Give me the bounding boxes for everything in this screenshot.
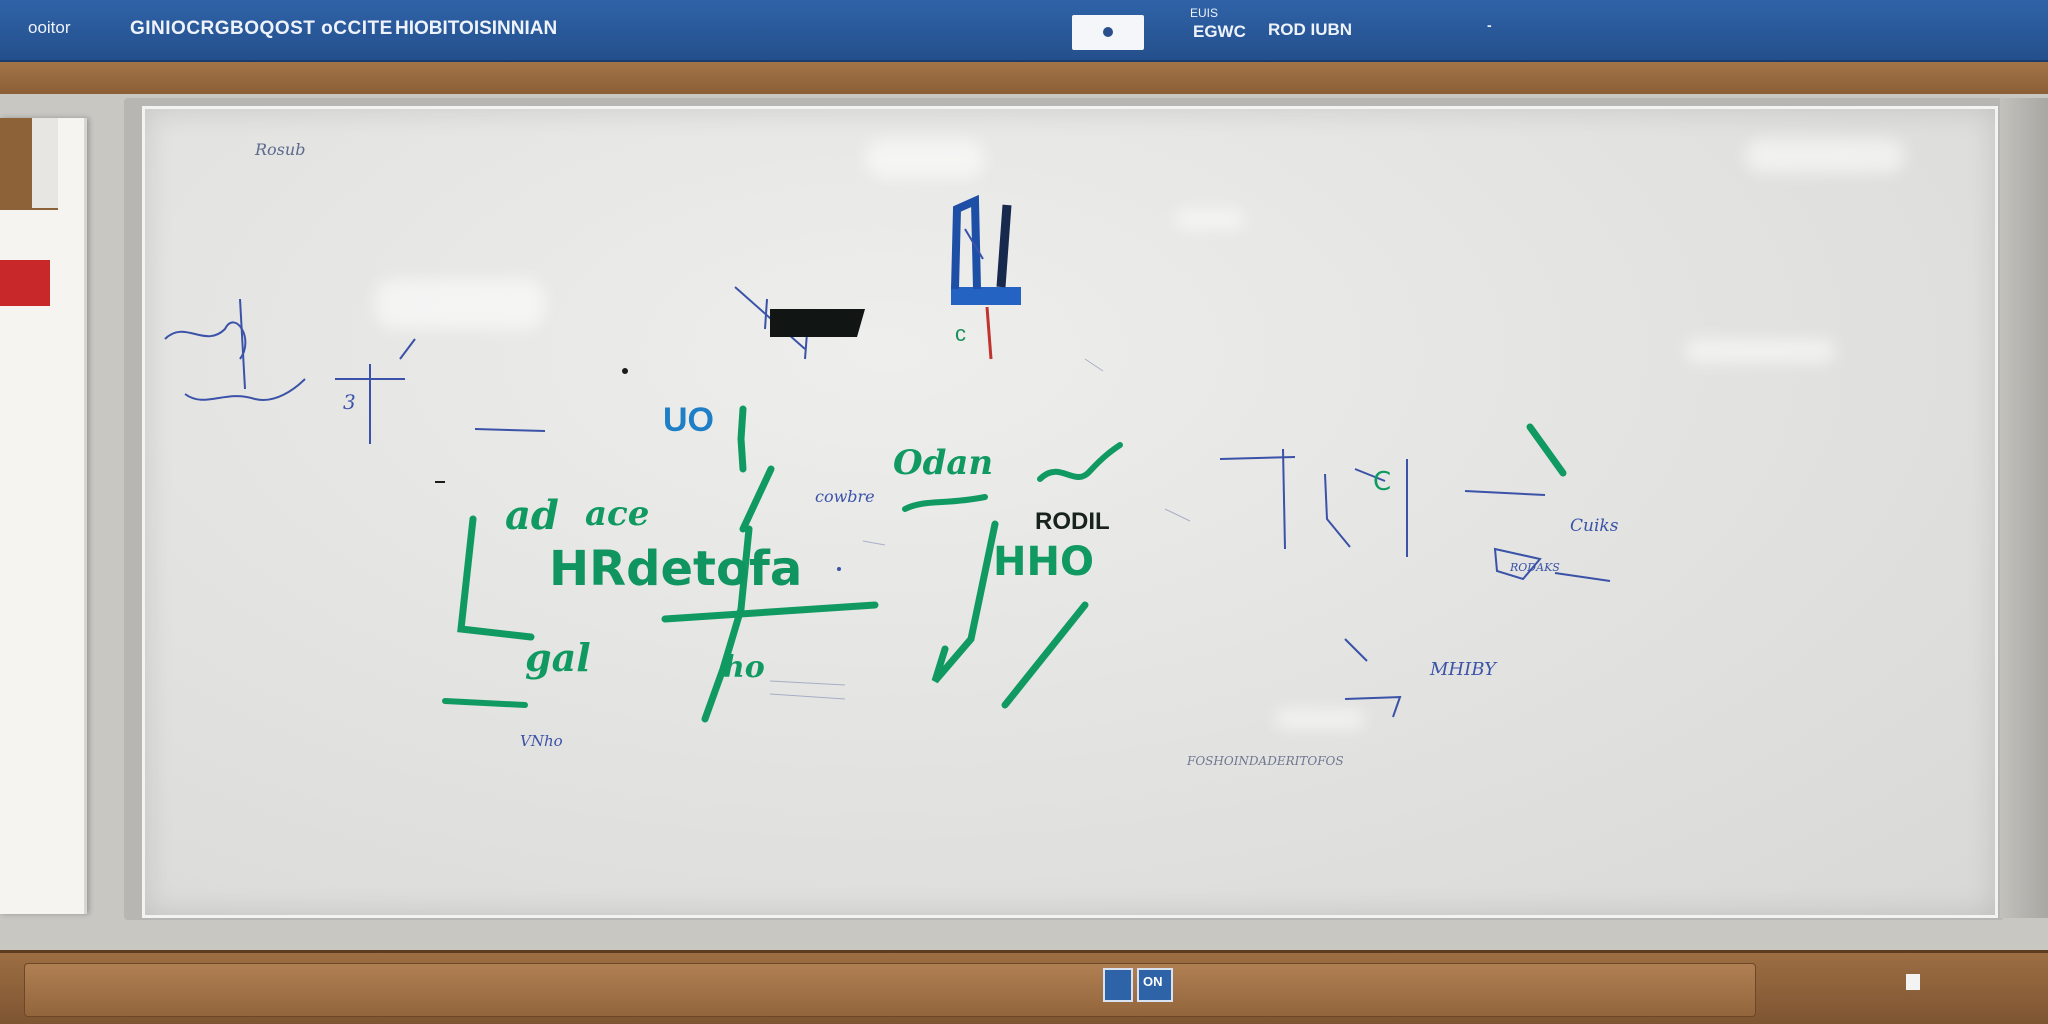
wood-trim-top [0, 62, 2048, 96]
blue-label: UO [663, 401, 714, 439]
whiteboard: Rosub 3 UO c [142, 106, 1998, 918]
green-scribble-2: ace [585, 494, 649, 534]
banner-right-text: ROD IUBN [1268, 20, 1353, 39]
left-blue-sketch [164, 298, 416, 444]
blue-note-1: cowbre [815, 487, 875, 506]
black-dash [435, 481, 445, 483]
blue-note-4: MHIBY [1429, 659, 1498, 680]
green-scribble-4: ho [723, 650, 765, 685]
green-scribble-1: ad [505, 492, 559, 539]
banner-dash: - [1487, 17, 1492, 33]
board-drawing: Rosub 3 UO c [164, 140, 1619, 768]
board-glare [865, 139, 985, 179]
tray-badge-icon [1103, 968, 1133, 1002]
red-tag [0, 260, 50, 306]
banner-box-dot-icon [1103, 27, 1113, 37]
right-wall-edge [2000, 98, 2048, 918]
board-glare [1175, 209, 1245, 229]
top-banner: ooitor GINIOCRGBOQOST oCCITE HIOBITOISIN… [0, 0, 2048, 62]
banner-white-box [1072, 15, 1144, 50]
black-dot [622, 368, 628, 374]
tray-sign-icon [1137, 968, 1173, 1002]
green-c-right: C [1373, 467, 1391, 497]
faint-marks [769, 358, 1191, 700]
board-glare [1275, 709, 1365, 729]
blue-note-2: VNho [520, 732, 563, 750]
tray-groove [24, 963, 1756, 1017]
banner-small-text: EUIS [1190, 6, 1219, 20]
green-word-a: Odan [893, 443, 993, 483]
sign-text: RODAKS [1509, 561, 1560, 574]
banner-mid-text: EGWC [1193, 22, 1246, 41]
green-main-drawing [457, 405, 1567, 723]
top-blue-device: c [951, 194, 1021, 360]
tray-white-square [1906, 974, 1920, 990]
blue-dot [837, 567, 841, 571]
board-glare [1685, 339, 1835, 363]
marker-tray [0, 950, 2048, 1024]
blue-number-3: 3 [343, 390, 356, 414]
left-panel-notch [32, 118, 58, 208]
right-blue-sketch [474, 428, 1611, 718]
green-wave [442, 442, 1123, 708]
bottom-note: FOSHOINDADERITOFOS [1186, 754, 1344, 768]
small-green-c: c [955, 321, 966, 346]
banner-left-text: ooitor [28, 18, 71, 37]
corner-note: Rosub [254, 140, 305, 159]
tray-sign-label: ON [1143, 974, 1163, 989]
board-glare [1745, 139, 1905, 173]
left-side-panel [0, 118, 87, 914]
big-green-word: HRdetofa [549, 541, 802, 597]
board-glare [375, 279, 545, 329]
black-marker-eraser [770, 309, 865, 337]
green-scribble-3: gal [525, 635, 591, 680]
blue-note-3: Cuiks [1570, 516, 1619, 536]
banner-subtitle: HIOBITOISINNIAN [395, 18, 558, 39]
banner-title: GINIOCRGBOQOST oCCITE [130, 18, 393, 39]
dark-label: RODIL [1035, 508, 1110, 535]
green-word-b: HHO [993, 539, 1094, 585]
